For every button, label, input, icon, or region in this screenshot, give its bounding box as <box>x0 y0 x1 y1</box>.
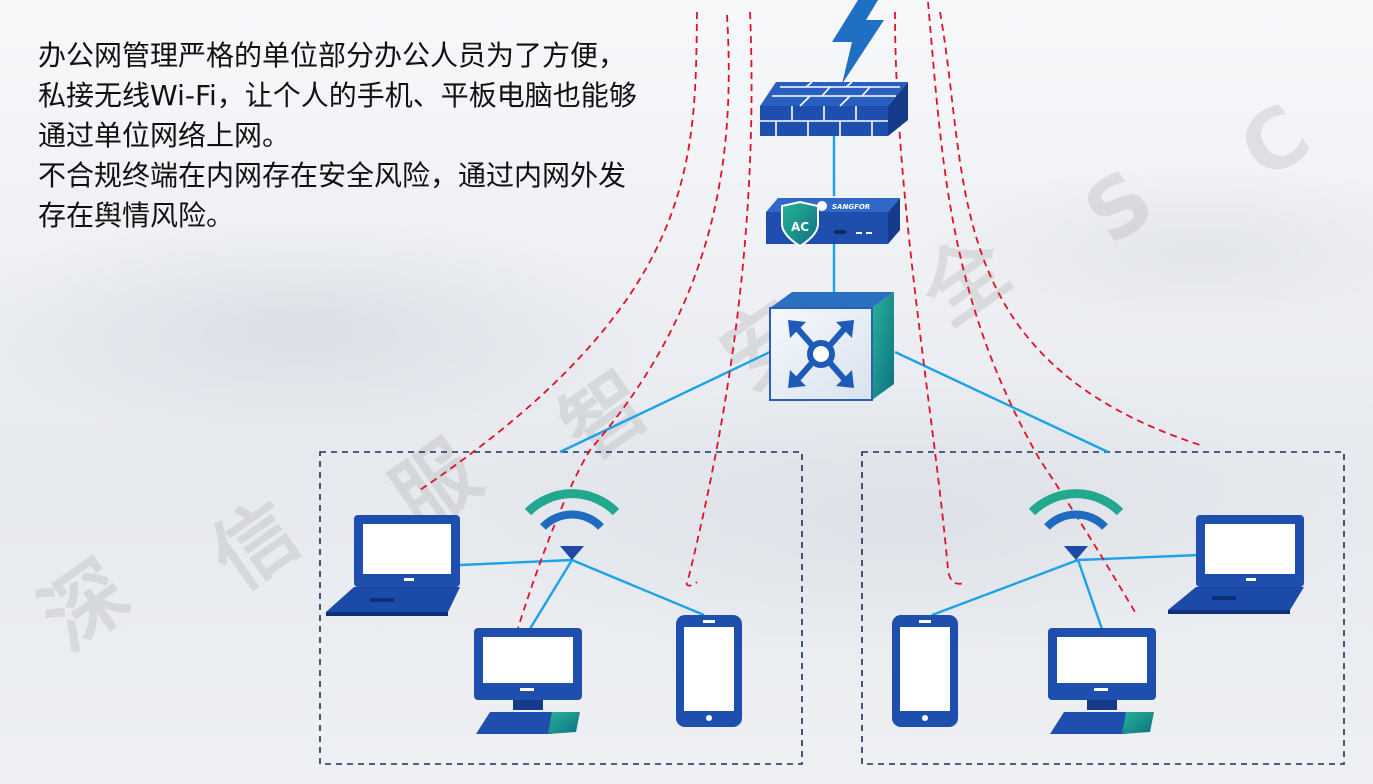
link-ap-desktop-right <box>1076 559 1105 633</box>
risk-path-right-mid <box>927 1 1136 613</box>
link-ap-laptop-left <box>459 558 573 567</box>
network-links <box>459 133 1201 633</box>
ac-gateway-icon: AC SANGFOR <box>766 198 900 248</box>
risk-path-left-inner <box>685 11 753 587</box>
risk-path-left-mid <box>517 14 730 629</box>
wifi-ap-icon <box>1028 489 1124 560</box>
link-ap-tablet-left <box>571 558 705 617</box>
risk-paths <box>419 1 1201 629</box>
description-line-2: 不合规终端在内网存在安全风险，通过内网外发存在舆情风险。 <box>38 159 627 232</box>
lightning-icon <box>832 0 884 84</box>
link-ap-tablet-right <box>931 558 1079 617</box>
ac-label: AC <box>791 220 809 234</box>
link-switch-right <box>894 350 1109 454</box>
risk-path-right-inner <box>894 11 967 585</box>
zone-left <box>319 451 803 765</box>
core-switch-icon <box>769 292 894 401</box>
wifi-ap-icon <box>524 489 620 560</box>
risk-path-right-outer <box>939 11 1201 446</box>
description-line-1: 办公网管理严格的单位部分办公人员为了方便，私接无线Wi-Fi，让个人的手机、平板… <box>38 39 637 152</box>
firewall-icon <box>760 81 908 136</box>
tablet-icon <box>676 615 742 727</box>
laptop-icon <box>1168 515 1304 614</box>
zone-right <box>861 451 1345 765</box>
link-ap-desktop-left <box>526 559 574 633</box>
desktop-icon <box>474 628 582 734</box>
brand-label: SANGFOR <box>832 203 870 211</box>
link-switch-left <box>559 350 771 454</box>
tablet-icon <box>892 615 958 727</box>
description-text: 办公网管理严格的单位部分办公人员为了方便，私接无线Wi-Fi，让个人的手机、平板… <box>38 36 648 236</box>
risk-path-left-outer <box>419 11 698 491</box>
desktop-icon <box>1048 628 1156 734</box>
laptop-icon <box>326 515 460 616</box>
link-ap-laptop-right <box>1077 553 1201 562</box>
